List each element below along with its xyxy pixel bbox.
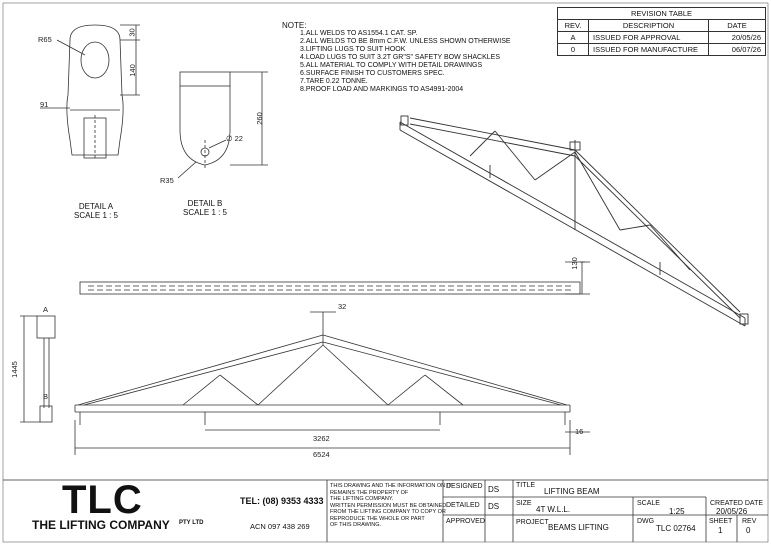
disclaimer: THIS DRAWING AND THE INFORMATION ON IT R… <box>330 483 452 529</box>
created-label: CREATED DATE <box>710 500 764 507</box>
designed-value: DS <box>488 485 500 494</box>
title-label: TITLE <box>516 482 536 489</box>
dim-half-length: 3262 <box>313 434 330 443</box>
note-5: 5.ALL MATERIAL TO COMPLY WITH DETAIL DRA… <box>300 62 483 69</box>
isometric-view <box>399 115 749 327</box>
detail-a-title: DETAIL A <box>78 202 114 211</box>
note-4: 4.LOAD LUGS TO SUIT 3.2T GR"S" SAFETY BO… <box>300 54 500 61</box>
detail-b-height: 260 <box>254 112 264 125</box>
detail-b-caption: DETAIL B SCALE 1 : 5 <box>177 199 233 217</box>
company-logo: TLC <box>62 478 143 522</box>
note-6: 6.SURFACE FINISH TO CUSTOMERS SPEC. <box>300 70 445 77</box>
designed-label: DESIGNED <box>446 483 483 490</box>
disclaimer-line: WRITTEN PERMISSION MUST BE OBTAINED <box>330 502 447 509</box>
company-name: THE LIFTING COMPANY <box>32 518 170 532</box>
rev-cell: ISSUED FOR APPROVAL <box>588 31 709 44</box>
detailed-label: DETAILED <box>446 502 480 509</box>
detail-a-view <box>40 24 140 160</box>
rev-header-date: DATE <box>708 19 766 32</box>
dim-beam-height: 130 <box>569 257 579 270</box>
detailed-value: DS <box>488 502 500 511</box>
dim-top-width: 32 <box>338 302 347 311</box>
detail-b-scale: SCALE 1 : 5 <box>182 208 228 217</box>
project-value: BEAMS LIFTING <box>548 523 609 532</box>
dwg-label: DWG <box>637 518 655 525</box>
plan-view <box>79 261 590 295</box>
rev-label: REV <box>742 518 757 525</box>
side-label-b: B <box>43 392 49 401</box>
dim-end-offset: 16 <box>575 427 584 436</box>
note-8: 8.PROOF LOAD AND MARKINGS TO AS4991-2004 <box>300 86 464 93</box>
company-tel: TEL: (08) 9353 4333 <box>240 496 324 506</box>
table-row: 0 ISSUED FOR MANUFACTURE 06/07/26 <box>557 43 766 56</box>
sheet-label: SHEET <box>709 518 733 525</box>
detail-b-radius: R35 <box>160 176 174 185</box>
revision-table: REVISION TABLE REV. DESCRIPTION DATE A I… <box>557 7 766 56</box>
notes-block: NOTE: 1.ALL WELDS TO AS1554.1 CAT. SP. 2… <box>282 22 511 94</box>
scale-label: SCALE <box>637 500 660 507</box>
detail-a-scale: SCALE 1 : 5 <box>73 211 119 220</box>
rev-header-description: DESCRIPTION <box>588 19 709 32</box>
elevation-view <box>74 311 590 455</box>
company-pty: PTY LTD <box>179 520 204 526</box>
size-value: 4T W.L.L. <box>536 505 571 514</box>
project-label: PROJECT <box>516 519 549 526</box>
table-row: A ISSUED FOR APPROVAL 20/05/26 <box>557 31 766 44</box>
disclaimer-line: OF THIS DRAWING. <box>330 522 382 528</box>
rev-cell: A <box>557 31 589 44</box>
disclaimer-line: THIS DRAWING AND THE INFORMATION ON IT <box>330 483 452 489</box>
rev-cell: ISSUED FOR MANUFACTURE <box>588 43 709 56</box>
detail-a-radius: R65 <box>38 35 52 44</box>
rev-cell: 0 <box>557 43 589 56</box>
side-label-a: A <box>43 305 49 314</box>
detail-b-view <box>177 71 268 179</box>
side-view <box>20 315 56 423</box>
detail-b-title: DETAIL B <box>187 199 223 208</box>
detail-a-width: 91 <box>40 100 49 109</box>
rev-value: 0 <box>746 526 751 535</box>
title-block-frame <box>3 479 768 542</box>
detail-b-hole: ∅ 22 <box>226 134 243 143</box>
company-acn: ACN 097 438 269 <box>250 522 310 531</box>
created-value: 20/05/26 <box>716 507 748 516</box>
size-label: SIZE <box>516 500 532 507</box>
note-3: 3.LIFTING LUGS TO SUIT HOOK <box>300 46 406 53</box>
scale-value: 1:25 <box>669 507 685 516</box>
revision-table-title: REVISION TABLE <box>557 7 766 20</box>
dwg-value: TLC 02764 <box>656 524 696 533</box>
dim-side-height: 1445 <box>9 361 19 378</box>
note-7: 7.TARE 0.22 TONNE. <box>300 78 368 85</box>
notes-title: NOTE: <box>282 21 307 30</box>
approved-label: APPROVED <box>446 518 485 525</box>
detail-a-h2: 140 <box>127 64 137 77</box>
rev-header-rev: REV. <box>557 19 589 32</box>
rev-cell: 20/05/26 <box>708 31 766 44</box>
detail-a-caption: DETAIL A SCALE 1 : 5 <box>68 202 124 220</box>
detail-a-h1: 30 <box>127 28 137 37</box>
note-1: 1.ALL WELDS TO AS1554.1 CAT. SP. <box>300 30 418 37</box>
sheet-value: 1 <box>718 526 723 535</box>
disclaimer-line: REMAINS THE PROPERTY OF <box>330 489 409 496</box>
disclaimer-line: FROM THE LIFTING COMPANY TO COPY OR <box>330 509 446 515</box>
rev-cell: 06/07/26 <box>708 43 766 56</box>
disclaimer-line: REPRODUCE THE WHOLE OR PART <box>330 515 425 522</box>
title-value: LIFTING BEAM <box>544 487 600 496</box>
dim-total-length: 6524 <box>313 450 330 459</box>
disclaimer-line: THE LIFTING COMPANY. <box>330 496 394 502</box>
note-2: 2.ALL WELDS TO BE 8mm C.F.W. UNLESS SHOW… <box>300 38 511 45</box>
